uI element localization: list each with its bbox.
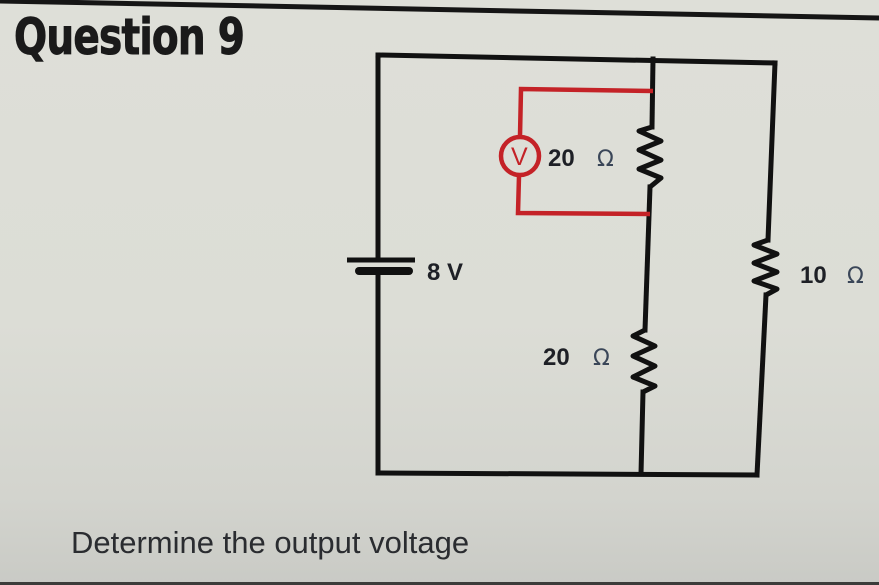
battery-symbol [347,257,415,275]
resistor-top-unit: Ω [597,147,614,172]
resistor-bottom-value: 20 [543,344,570,371]
circuit-wires [375,52,778,478]
wire-right-lower [754,292,769,478]
question-prompt: Determine the output voltage [71,525,470,560]
resistor-bottom-unit: Ω [593,346,610,371]
voltmeter-symbol: V [511,143,528,171]
voltmeter-lead-top [517,86,654,137]
screen-bezel [0,582,879,585]
battery-label: 8 V [427,259,463,286]
voltmeter-circle [498,134,542,178]
resistor-top-value: 20 [548,145,575,172]
wire-middle-center [642,184,653,333]
resistor-top-zigzag [636,124,664,190]
question-title: Question 9 [14,8,246,66]
wire-top [375,52,778,66]
resistor-right-unit: Ω [847,264,864,289]
wire-bottom [375,470,760,478]
wire-right-upper [765,60,778,243]
resistor-bottom-zigzag [630,327,658,395]
wire-middle-bottom [638,389,646,477]
screen-edge-line [0,0,879,21]
resistor-right-value: 10 [800,262,827,289]
voltmeter: V [498,86,654,217]
voltmeter-lead-bottom [515,175,651,217]
resistor-right-zigzag [751,237,780,298]
